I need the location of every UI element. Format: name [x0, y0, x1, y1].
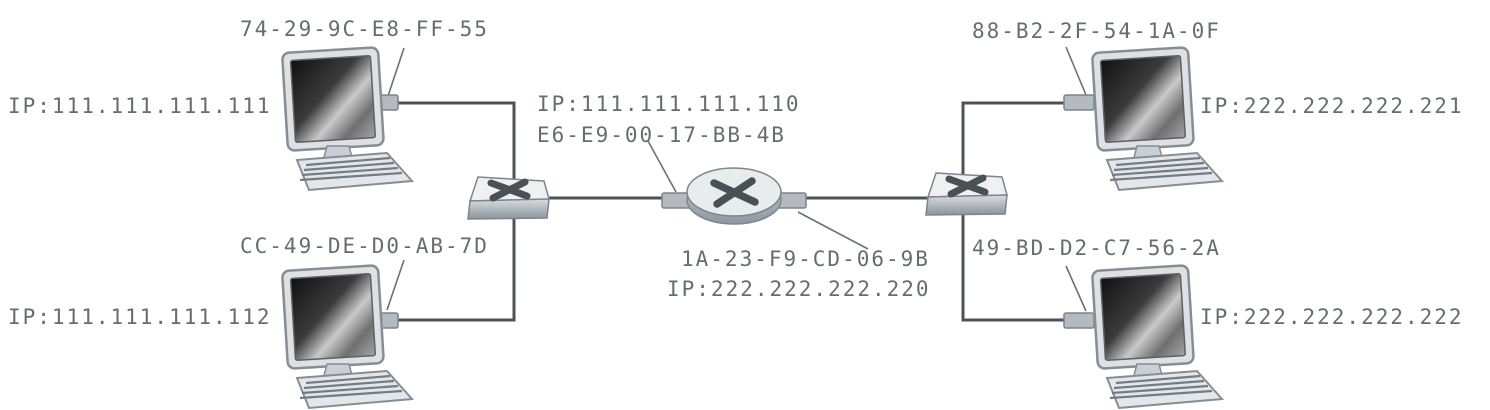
ethernet-switch-icon-left — [468, 177, 549, 219]
router-left-interface-ip-label: IP:111.111.111.110 — [537, 92, 801, 116]
callout-line-mac-tr — [1065, 46, 1087, 96]
nic-port-icon — [1063, 94, 1095, 111]
mac-address-label: 74-29-9C-E8-FF-55 — [240, 17, 489, 41]
router-icon — [662, 168, 806, 224]
computer-icon-bottom-right — [1090, 263, 1224, 410]
router-left-interface-mac-label: E6-E9-00-17-BB-4B — [537, 123, 786, 147]
mac-address-label: CC-49-DE-D0-AB-7D — [240, 234, 489, 258]
callout-line-mac-tl — [387, 47, 405, 97]
cable-host-tl-to-switch-left — [396, 101, 516, 185]
ip-address-label: IP:222.222.222.222 — [1200, 305, 1464, 329]
cable-host-tr-to-switch-right — [961, 101, 1078, 180]
callout-line-router-right-if — [797, 211, 869, 250]
ethernet-switch-icon-right — [926, 173, 1007, 215]
ip-address-label: IP:111.111.111.112 — [8, 305, 272, 329]
ip-address-label: IP:111.111.111.111 — [8, 94, 272, 118]
mac-address-label: 88-B2-2F-54-1A-0F — [972, 19, 1221, 43]
router-right-interface-mac-label: 1A-23-F9-CD-06-9B — [681, 247, 930, 271]
mac-address-label: 49-BD-D2-C7-56-2A — [972, 236, 1221, 260]
nic-port-icon — [1063, 312, 1095, 329]
callout-line-mac-br — [1065, 265, 1087, 312]
callout-line-router-left-if — [647, 140, 677, 193]
cable-host-bl-to-switch-left — [396, 212, 516, 322]
computer-icon-top-left — [280, 45, 414, 192]
computer-icon-top-right — [1090, 45, 1224, 192]
computer-icon-bottom-left — [280, 263, 414, 410]
router-right-interface-ip-label: IP:222.222.222.220 — [667, 277, 931, 301]
cable-host-br-to-switch-right — [961, 210, 1078, 322]
ip-address-label: IP:222.222.222.221 — [1200, 94, 1464, 118]
callout-line-mac-bl — [386, 259, 405, 311]
